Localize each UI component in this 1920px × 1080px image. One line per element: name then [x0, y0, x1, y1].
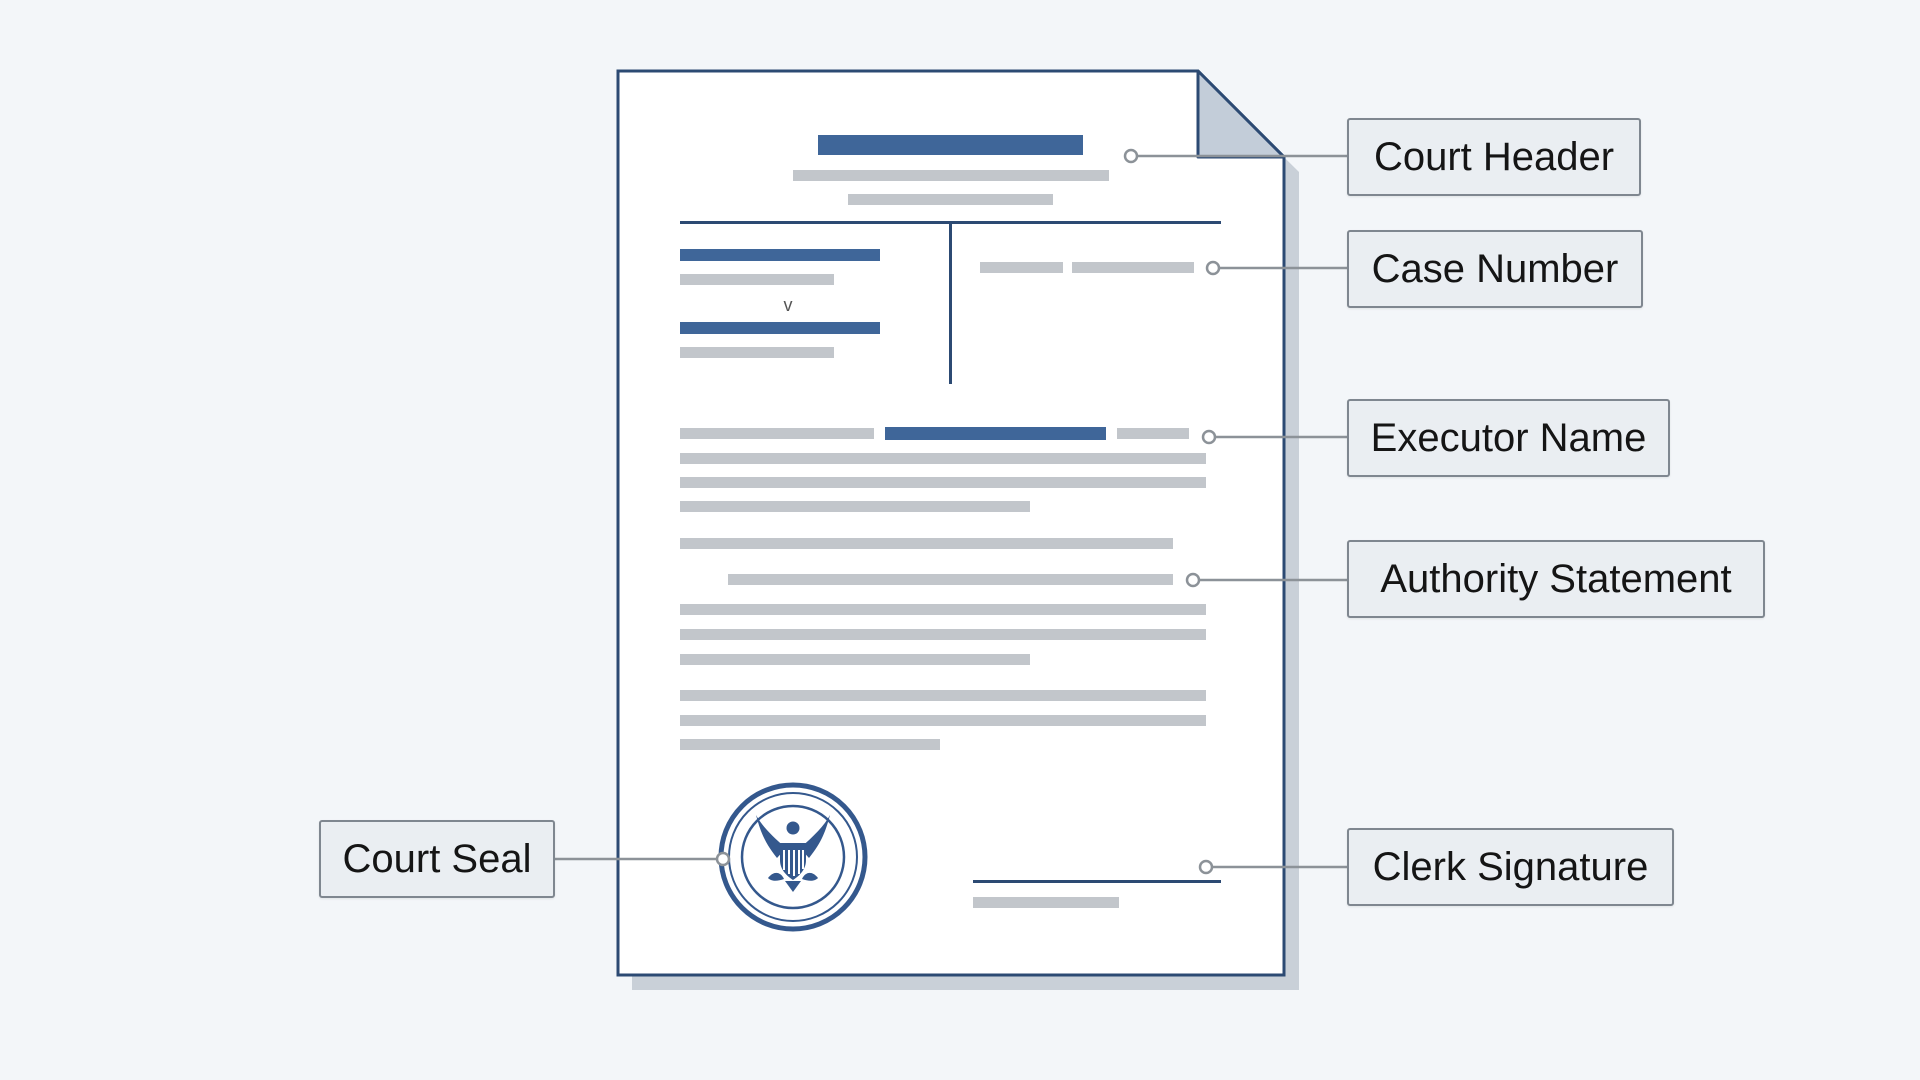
body-line — [680, 453, 1206, 464]
party-one-detail-bar — [680, 274, 834, 285]
body-line — [680, 739, 940, 750]
case-number-value-bar — [1072, 262, 1194, 273]
party-two-detail-bar — [680, 347, 834, 358]
court-header-label: Court Header — [1347, 118, 1641, 196]
case-number-anchor — [1205, 260, 1221, 276]
versus-mark: v — [784, 295, 793, 315]
authority-statement-bar — [728, 574, 1173, 585]
court-seal-anchor — [715, 851, 731, 867]
caption-divider — [680, 221, 1221, 224]
executor-name-anchor — [1201, 429, 1217, 445]
case-number-label: Case Number — [1347, 230, 1643, 308]
court-header-anchor — [1123, 148, 1139, 164]
executor-line-lead-bar — [680, 428, 874, 439]
body-line — [680, 477, 1206, 488]
case-number-label-bar — [980, 262, 1063, 273]
executor-name-label: Executor Name — [1347, 399, 1670, 477]
court-subheader-bar — [793, 170, 1109, 181]
body-line — [680, 629, 1206, 640]
executor-line-tail-bar — [1117, 428, 1189, 439]
document-folded-corner — [1196, 69, 1286, 159]
court-seal-label: Court Seal — [319, 820, 555, 898]
party-one-name-bar — [680, 249, 880, 261]
body-line — [680, 690, 1206, 701]
authority-line-bar — [680, 538, 1173, 549]
court-seal — [718, 782, 868, 932]
body-line — [680, 604, 1206, 615]
party-two-name-bar — [680, 322, 880, 334]
document-page — [616, 69, 1286, 977]
body-line — [680, 715, 1206, 726]
body-line — [680, 501, 1030, 512]
court-header-bar — [818, 135, 1083, 155]
court-subheader-bar-2 — [848, 194, 1053, 205]
clerk-signature-label: Clerk Signature — [1347, 828, 1674, 906]
executor-name-bar — [885, 427, 1106, 440]
eagle-seal-icon — [756, 815, 830, 892]
caption-vertical-divider — [949, 223, 952, 384]
authority-statement-anchor — [1185, 572, 1201, 588]
clerk-signature-line — [973, 880, 1221, 883]
authority-statement-label: Authority Statement — [1347, 540, 1765, 618]
body-line — [680, 654, 1030, 665]
clerk-signature-anchor — [1198, 859, 1214, 875]
clerk-name-bar — [973, 897, 1119, 908]
